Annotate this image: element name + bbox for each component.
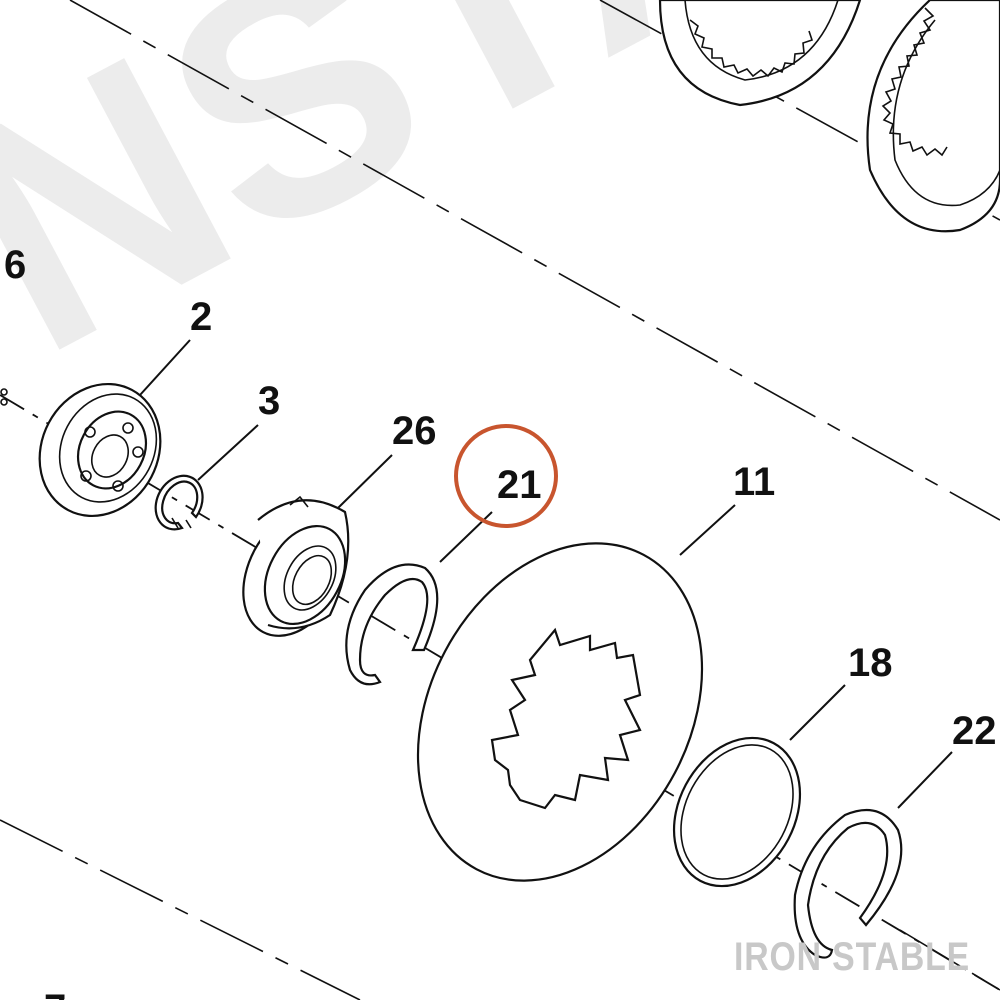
callout-labels: 6 2 3 26 21 11 18 22 7: [4, 243, 997, 1000]
ball-bearing-part-2: [0, 382, 162, 518]
highlight-circle: [454, 424, 558, 528]
snap-ring-part-22: [793, 808, 903, 959]
retaining-ring-part-21: [345, 563, 439, 686]
callout-22: 22: [952, 709, 997, 753]
callout-2: 2: [190, 295, 212, 339]
clutch-plates: [658, 0, 1000, 233]
bearing-housing-part-26: [242, 495, 350, 637]
thin-ring-part-18: [672, 736, 802, 888]
callout-3: 3: [258, 379, 280, 423]
callout-11: 11: [733, 460, 775, 504]
callout-26: 26: [392, 409, 437, 453]
callout-6: 6: [4, 243, 26, 287]
callout-21: 21: [497, 463, 542, 507]
callout-18: 18: [848, 641, 893, 685]
leader-lines: [139, 339, 953, 809]
snap-ring-part-3: [154, 474, 204, 531]
callout-7: 7: [44, 987, 66, 1000]
splined-disc-part-11: [416, 542, 704, 882]
iron-stable-logo-text: IRON STABLE: [734, 935, 970, 979]
